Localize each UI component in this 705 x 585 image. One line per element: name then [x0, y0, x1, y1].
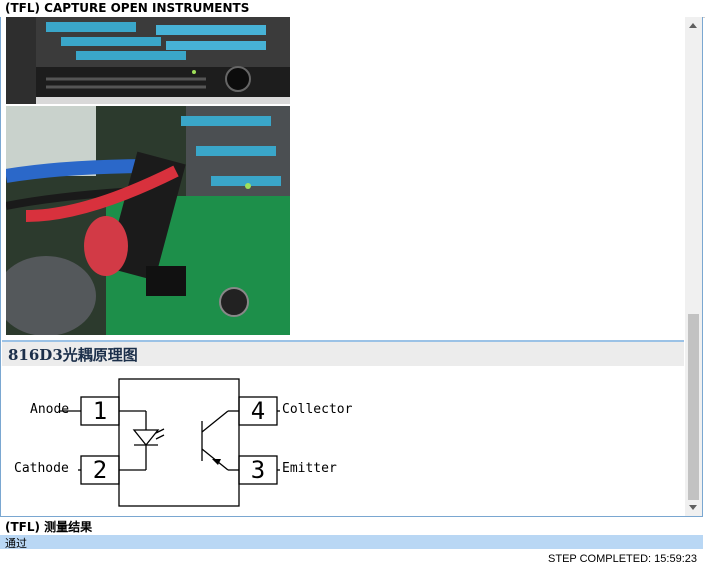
content-panel: 816D3光耦原理图 [0, 17, 703, 517]
schematic-header: 816D3光耦原理图 [2, 340, 684, 366]
result-value: 通过 [5, 537, 27, 550]
instrument-photo [6, 17, 290, 335]
result-row[interactable]: 通过 [0, 535, 703, 550]
title-bar: (TFL) CAPTURE OPEN INSTRUMENTS [0, 0, 705, 18]
pin-label-anode: Anode [30, 402, 70, 417]
pin-label-emitter: Emitter [282, 461, 337, 476]
scroll-thumb[interactable] [688, 314, 699, 500]
scroll-up-button[interactable] [685, 17, 702, 34]
pin-label-cathode: Cathode [14, 461, 69, 476]
instrument-photo-lower [6, 106, 290, 335]
pin-label-collector: Collector [282, 402, 353, 417]
pin-number-2: 2 [93, 456, 107, 484]
optocoupler-diagram: 1 2 4 3 [59, 378, 280, 507]
optocoupler-schematic: 1 2 4 3 Anode Cathode Collector Emitter [6, 369, 376, 514]
result-title: (TFL) 测量结果 [5, 520, 93, 534]
status-text: STEP COMPLETED: 15:59:23 [548, 553, 697, 565]
scroll-down-button[interactable] [685, 499, 702, 516]
pin-number-1: 1 [93, 397, 107, 425]
instrument-photo-upper [6, 17, 290, 104]
schematic-title: 816D3光耦原理图 [8, 346, 138, 364]
window-title: (TFL) CAPTURE OPEN INSTRUMENTS [5, 1, 250, 15]
pin-number-3: 3 [251, 456, 265, 484]
vertical-scrollbar[interactable] [685, 17, 702, 516]
pin-number-4: 4 [251, 397, 265, 425]
